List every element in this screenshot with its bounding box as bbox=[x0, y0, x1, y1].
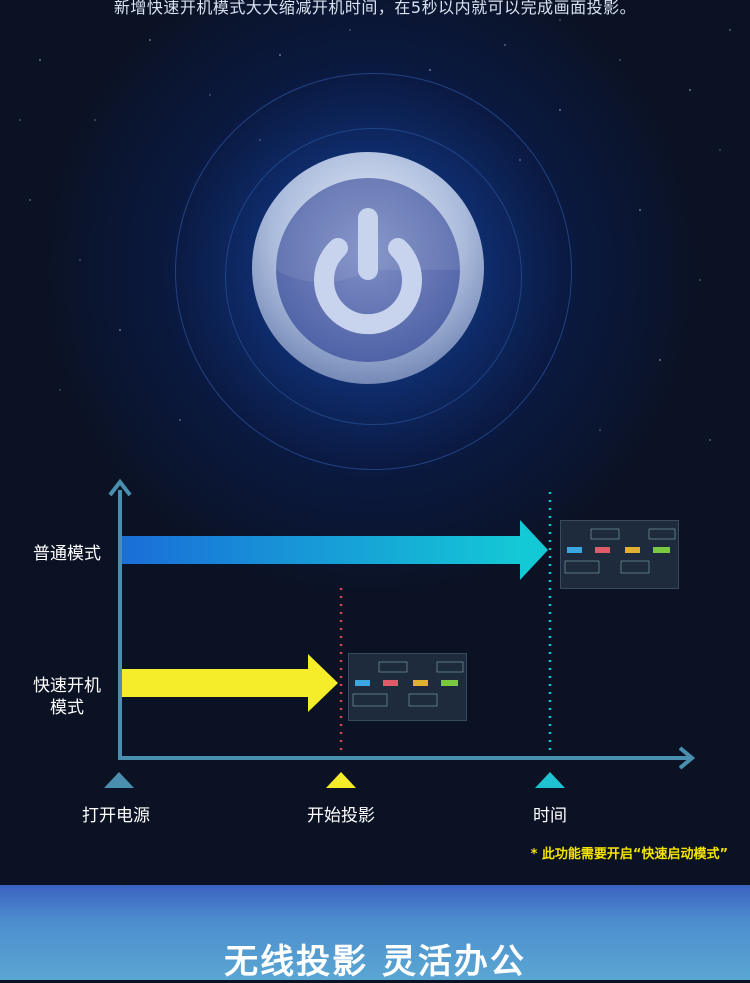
outer-ring bbox=[175, 73, 572, 470]
tick-power-on bbox=[104, 772, 134, 788]
fast-mode-screen-thumbnail bbox=[348, 653, 467, 721]
tick-label-power-on: 打开电源 bbox=[82, 806, 150, 826]
x-axis-arrow bbox=[678, 746, 696, 770]
normal-mode-screen-thumbnail bbox=[560, 520, 679, 589]
row-label-fast-mode-line2: 模式 bbox=[50, 698, 84, 718]
footer-title: 无线投影 灵活办公 bbox=[224, 942, 526, 982]
tick-label-time: 时间 bbox=[533, 806, 567, 826]
row-label-fast-mode-line1: 快速开机 bbox=[33, 676, 101, 696]
feature-note: * 此功能需要开启“快速启动模式” bbox=[530, 847, 728, 862]
fast-mode-arrowhead bbox=[308, 654, 338, 712]
row-label-normal-mode: 普通模式 bbox=[33, 544, 101, 564]
y-axis-arrow bbox=[108, 478, 132, 497]
tick-time bbox=[535, 772, 565, 788]
fast-mode-bar bbox=[122, 669, 312, 697]
normal-mode-arrowhead bbox=[520, 520, 548, 580]
power-button-icon bbox=[252, 152, 484, 384]
tick-start-projection bbox=[326, 772, 356, 788]
footer-banner bbox=[0, 885, 750, 980]
middle-ring bbox=[225, 128, 522, 425]
tick-label-start-projection: 开始投影 bbox=[307, 806, 375, 826]
boot-time-chart bbox=[104, 478, 696, 788]
row-label-fast-mode: 快速开机 模式 bbox=[22, 675, 112, 719]
top-caption: 新增快速开机模式大大缩减开机时间，在5秒以内就可以完成画面投影。 bbox=[113, 0, 637, 17]
normal-mode-bar bbox=[122, 536, 522, 564]
